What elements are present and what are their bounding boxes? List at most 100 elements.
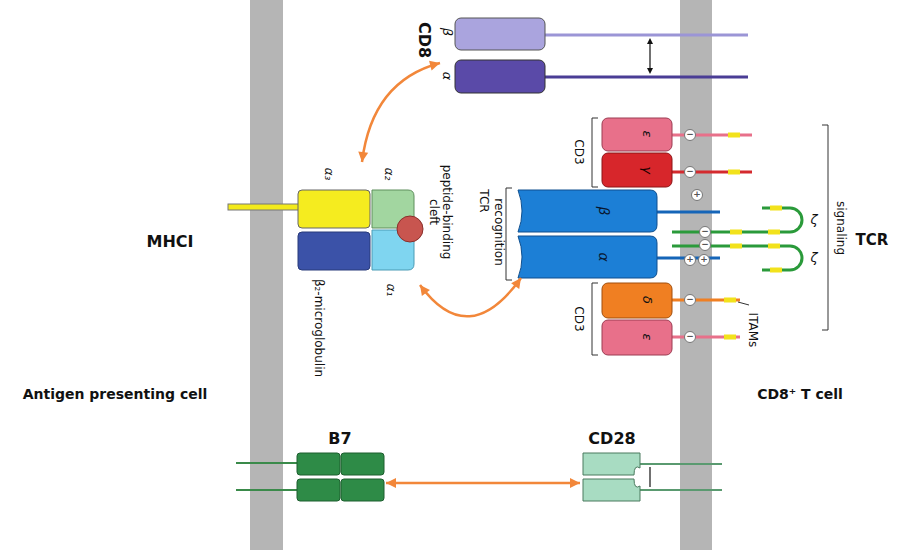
charge-sign: − [701, 240, 709, 250]
cd3-gamma: γ [602, 153, 672, 187]
node-label: β₂-microglobulin [311, 279, 324, 377]
interaction-line [362, 63, 440, 162]
cd8-beta-stalk [545, 34, 748, 37]
itam-segment [730, 244, 742, 249]
bond-arrowhead [647, 38, 653, 44]
node-label: ε [640, 130, 654, 137]
arrowhead [429, 61, 440, 71]
node-label: ε [640, 333, 654, 340]
itam-leader [738, 302, 749, 305]
t-cell-membrane [680, 0, 712, 550]
part-label: ITAMs [745, 313, 758, 348]
charge-circle [685, 255, 696, 266]
arrowhead [358, 151, 368, 162]
cd3-delta-domain [602, 283, 672, 318]
charge-sign: − [686, 332, 694, 342]
interaction-arrow [386, 478, 580, 488]
signaling-bracket [822, 125, 828, 330]
cd28-stalk [640, 463, 722, 465]
bracket-label: signaling [833, 201, 846, 255]
protein-name: CD8 [415, 22, 433, 58]
node-label: CD28 [588, 430, 635, 448]
bracket-label: recognition [491, 198, 504, 266]
cd3-epsilon-domain [602, 118, 672, 151]
zeta-chain [672, 208, 802, 232]
b7-domain [341, 453, 384, 475]
itam-segment [770, 206, 782, 211]
node-label: α₁ [383, 284, 396, 297]
charge-circle [700, 240, 711, 251]
part-label: peptide-binding cleft [427, 162, 453, 262]
b7-domain [297, 453, 340, 475]
interaction-line [420, 278, 521, 316]
node-label: α [440, 72, 454, 81]
cd28-domain [583, 479, 640, 501]
cd3-delta-tail [672, 299, 740, 302]
charge-circle [692, 190, 703, 201]
arrowhead [570, 478, 580, 488]
bracket-label: TCR [476, 189, 489, 212]
arrowhead [386, 478, 396, 488]
disulfide-bond [649, 467, 650, 487]
node-label: α₂ [381, 168, 394, 181]
mhc-alpha2: α₂ [372, 162, 414, 228]
mhc-stalk [228, 204, 300, 210]
disulfide-bond [649, 41, 650, 71]
beta2-microglobulin: β₂-microglobulin [298, 232, 370, 390]
tcr-alpha-chain: α [515, 236, 657, 278]
b7-stalk [236, 462, 297, 464]
node-label: B7 [328, 430, 351, 448]
charge-sign: + [686, 255, 694, 265]
charge-sign: − [686, 295, 694, 305]
node-label: γ [640, 166, 654, 174]
interaction-line [386, 482, 580, 485]
itam-segment [768, 244, 780, 249]
peptide [397, 216, 423, 242]
bracket-label: CD3 [571, 306, 584, 331]
b7-domain [297, 479, 340, 501]
cd28-dimer: CD28 [580, 425, 644, 503]
node-label: β [440, 28, 454, 36]
arrowhead [511, 278, 521, 289]
node-label: α₃ [321, 168, 334, 181]
charge-sign: − [686, 130, 694, 140]
recognition-bracket [506, 188, 512, 280]
cd3-epsilon-tail [672, 336, 740, 339]
chain-label: ζ [810, 251, 817, 265]
bracket-label: CD3 [571, 139, 584, 164]
charge-circle [685, 295, 696, 306]
cd28-stalk [640, 489, 722, 491]
chain-label: ζ [810, 213, 817, 227]
cd28-domain [583, 453, 640, 475]
cd8-alpha-chain: α [440, 58, 548, 96]
cd8-beta-domain [455, 18, 545, 50]
itam-segment [728, 133, 740, 138]
b2m-domain [298, 232, 370, 270]
b7-domain [341, 479, 384, 501]
b7-dimer: B7 [295, 425, 386, 503]
protein-name: TCR [856, 232, 889, 249]
mhc-alpha3-domain [298, 190, 370, 228]
charge-circle [699, 255, 710, 266]
apc-membrane [250, 0, 283, 550]
interaction-arrow [358, 61, 440, 162]
node-label: δ [640, 296, 654, 304]
charge-circle [685, 130, 696, 141]
cell-label: CD8⁺ T cell [757, 387, 843, 402]
charge-sign: + [700, 255, 708, 265]
node-label: α [595, 252, 610, 261]
mhc-alpha3: α₃ [298, 162, 370, 228]
charge-circles [685, 130, 711, 343]
cd3-epsilon: ε [602, 320, 672, 355]
cd8-alpha-stalk [545, 76, 748, 79]
tcr-beta-domain [518, 190, 657, 232]
bond-arrowhead [647, 68, 653, 74]
protein-name: MHCI [146, 233, 193, 251]
itam-segment [768, 230, 780, 235]
charge-circle [685, 167, 696, 178]
interaction-arrow [420, 278, 521, 316]
cd3-bracket [592, 118, 598, 187]
